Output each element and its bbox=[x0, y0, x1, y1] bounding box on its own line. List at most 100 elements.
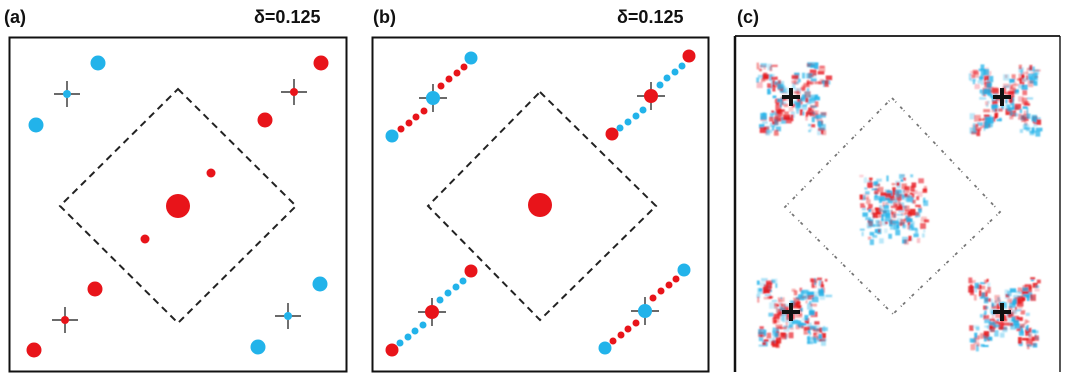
panel-c-speckle-pixel bbox=[987, 100, 990, 104]
panel-c-speckle-pixel bbox=[819, 124, 826, 131]
panel-c-speckle-pixel bbox=[785, 321, 788, 328]
panel-c-speckle-pixel bbox=[994, 299, 1001, 304]
panel-c-speckle-pixel bbox=[989, 325, 993, 330]
panel-c-speckle-pixel bbox=[811, 297, 819, 303]
panel-c-speckle-pixel bbox=[893, 189, 896, 195]
panel-c-speckle-pixel bbox=[878, 213, 883, 218]
panel-c-speckle-pixel bbox=[885, 193, 892, 200]
panel-c-speckle-pixel bbox=[1004, 296, 1011, 299]
panel-c-speckle-pixel bbox=[808, 107, 812, 111]
panel-c-speckle-pixel bbox=[914, 211, 920, 216]
panel-c-speckle-pixel bbox=[892, 220, 899, 224]
panel-c-speckle-pixel bbox=[791, 103, 796, 108]
panel-c-speckle-pixel bbox=[983, 75, 989, 81]
panel-c-speckle-pixel bbox=[984, 306, 989, 310]
panel-a-crosshair-red-bottomleft bbox=[52, 307, 78, 333]
panel-c-speckle-pixel bbox=[1028, 76, 1033, 81]
panel-c-speckle-pixel bbox=[986, 339, 990, 342]
panel-c-speckle-pixel bbox=[916, 196, 920, 201]
panel-c-speckle-pixel bbox=[809, 127, 813, 131]
panel-b-streak-bottomright bbox=[598, 263, 691, 355]
panel-c-speckle-pixel bbox=[972, 123, 976, 128]
panel-c-speckle-pixel bbox=[1014, 315, 1019, 323]
panel-c-speckle-pixel bbox=[1022, 287, 1029, 292]
panel-c-speckle-pixel bbox=[993, 86, 998, 93]
panel-c-speckle-pixel bbox=[992, 116, 996, 122]
panel-c-speckle-pixel bbox=[806, 87, 810, 92]
panel-c-speckle-pixel bbox=[766, 332, 772, 339]
panel-c-speckle-pixel bbox=[785, 91, 793, 95]
panel-c-speckle-pixel bbox=[775, 283, 778, 288]
panel-c-speckle-pixel bbox=[1022, 113, 1029, 120]
panel-c-speckle-pixel bbox=[1024, 284, 1032, 290]
panel-c-speckle-pixel bbox=[777, 81, 785, 85]
panel-c-speckle-pixel bbox=[807, 81, 814, 85]
panel-c-speckle-pixel bbox=[1002, 87, 1006, 95]
panel-c-speckle-pixel bbox=[971, 338, 976, 343]
panel-c-speckle-pixel bbox=[1011, 112, 1017, 115]
panel-c-speckle-pixel bbox=[1014, 103, 1022, 110]
panel-c-speckle-pixel bbox=[802, 111, 805, 116]
panel-c-speckle-pixel bbox=[777, 98, 783, 103]
panel-c-speckle-pixel bbox=[803, 83, 810, 88]
panel-c-speckle-pixel bbox=[808, 123, 812, 127]
panel-c-speckle-pixel bbox=[808, 332, 812, 336]
panel-c-speckle-pixel bbox=[911, 221, 915, 226]
panel-c-speckle-pixel bbox=[1032, 69, 1040, 75]
panel-c-speckle-pixel bbox=[880, 219, 887, 226]
panel-c-speckle-pixel bbox=[980, 68, 987, 76]
panel-c-speckle-pixel bbox=[872, 212, 878, 218]
panel-c-speckle-pixel bbox=[807, 303, 813, 310]
panel-c-speckle-pixel bbox=[979, 77, 984, 81]
panel-c-speckle-pixel bbox=[1019, 291, 1023, 294]
panel-c-speckle-pixel bbox=[774, 303, 778, 309]
panel-c-speckle-pixel bbox=[994, 330, 999, 337]
panel-c-speckle-pixel bbox=[799, 109, 803, 116]
panel-c-speckle-pixel bbox=[911, 193, 915, 199]
panel-c-speckle-pixel bbox=[993, 305, 999, 311]
panel-c-speckle-pixel bbox=[970, 70, 976, 76]
panel-c-speckle-pixel bbox=[865, 217, 871, 221]
panel-c-speckle-pixel bbox=[996, 318, 1000, 322]
panel-c-speckle-pixel bbox=[881, 214, 884, 221]
panel-c-speckle-pixel bbox=[756, 81, 763, 89]
panel-c-speckle-pixel bbox=[756, 294, 761, 299]
panel-c-speckle-pixel bbox=[1022, 71, 1029, 75]
panel-c-speckle-pixel bbox=[796, 88, 800, 94]
panel-c-speckle-pixel bbox=[1027, 80, 1034, 88]
panel-c-speckle-pixel bbox=[776, 110, 781, 114]
panel-c-speckle-pixel bbox=[1030, 294, 1036, 301]
panel-c-speckle-pixel bbox=[784, 111, 789, 115]
panel-c-speckle-pixel bbox=[815, 94, 819, 99]
panel-c-speckle-pixel bbox=[800, 87, 806, 91]
panel-c-speckle-pixel bbox=[791, 319, 799, 325]
panel-c-speckle-pixel bbox=[808, 129, 811, 133]
panel-c-speckle-pixel bbox=[1026, 338, 1033, 345]
panel-a-label: (a) bbox=[4, 7, 26, 27]
panel-c-speckle-pixel bbox=[819, 79, 825, 82]
panel-c-speckle-pixel bbox=[904, 186, 910, 190]
panel-c-speckle-pixel bbox=[975, 344, 979, 352]
panel-c-speckle-pixel bbox=[986, 278, 989, 283]
panel-c-speckle-pixel bbox=[898, 192, 902, 197]
panel-c-speckle-pixel bbox=[759, 64, 763, 68]
panel-c-speckle-pixel bbox=[863, 177, 868, 184]
panel-c-speckle-pixel bbox=[1024, 113, 1027, 117]
panel-c-speckle-pixel bbox=[800, 324, 804, 329]
panel-c-speckle-pixel bbox=[774, 114, 782, 120]
panel-c-speckle-pixel bbox=[891, 183, 896, 186]
panel-c-speckle-pixel bbox=[810, 78, 817, 82]
panel-c-speckle-pixel bbox=[795, 324, 800, 330]
panel-c-speckle-pixel bbox=[820, 112, 827, 116]
panel-c-speckle-pixel bbox=[779, 102, 782, 108]
panel-c-speckle-pixel bbox=[988, 321, 996, 326]
panel-c-speckle-pixel bbox=[868, 204, 873, 208]
panel-c-speckle-pixel bbox=[975, 127, 982, 131]
panel-c-speckle-pixel bbox=[772, 333, 776, 340]
panel-c-speckle-pixel bbox=[1026, 97, 1034, 100]
panel-c-speckle-pixel bbox=[809, 326, 817, 330]
panel-c-speckle-pixel bbox=[878, 198, 883, 204]
panel-c-speckle-pixel bbox=[771, 279, 776, 284]
panel-c-speckle-pixel bbox=[885, 213, 891, 218]
panel-c-speckle-pixel bbox=[783, 103, 789, 107]
